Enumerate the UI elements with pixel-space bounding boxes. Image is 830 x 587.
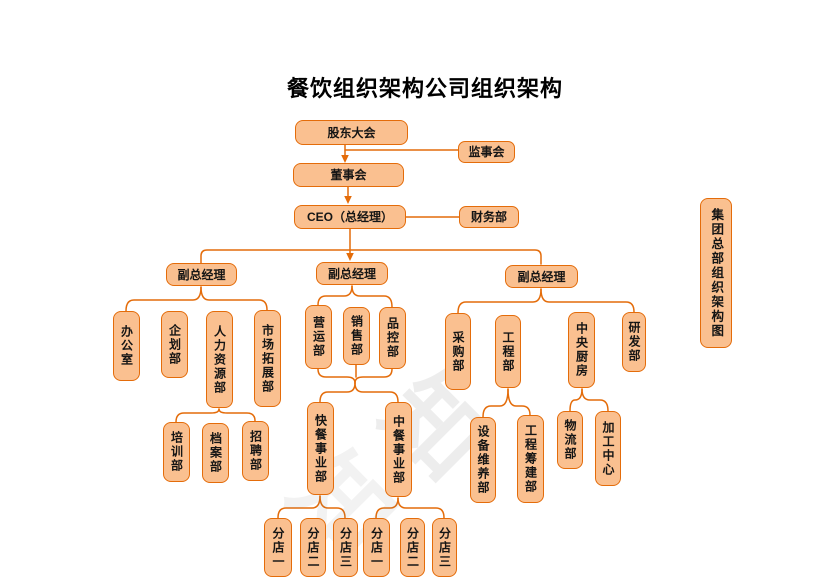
node-logistics-dept: 物流部 bbox=[557, 411, 583, 469]
node-rnd-dept: 研发部 bbox=[622, 312, 646, 372]
side-label-group-hq: 集团总部组织架构图 bbox=[700, 198, 732, 348]
node-vp-center: 副总经理 bbox=[316, 262, 388, 285]
node-recruiting-dept: 招聘部 bbox=[242, 421, 269, 481]
node-board-of-directors: 董事会 bbox=[293, 163, 404, 187]
connector-vp-right-brace bbox=[540, 288, 635, 313]
connector-vp-right-brace bbox=[457, 288, 542, 314]
node-fastfood-division: 快餐事业部 bbox=[307, 402, 334, 495]
node-branch-store-2b: 分店二 bbox=[400, 518, 425, 577]
node-market-expansion-dept: 市场拓展部 bbox=[254, 310, 281, 407]
page-title: 餐饮组织架构公司组织架构 bbox=[286, 76, 563, 101]
arrowhead-down-icon bbox=[346, 253, 354, 261]
node-supervisory-board: 监事会 bbox=[458, 141, 515, 163]
node-branch-store-3b: 分店三 bbox=[432, 518, 457, 577]
node-central-kitchen: 中央厨房 bbox=[568, 312, 595, 388]
connector-engineering-brace bbox=[507, 388, 531, 416]
connector-vp-left-brace bbox=[125, 286, 202, 312]
node-shareholders-meeting: 股东大会 bbox=[295, 120, 408, 145]
connector-engineering-brace bbox=[482, 388, 509, 418]
node-finance-dept: 财务部 bbox=[459, 206, 519, 228]
node-engineering-dept: 工程部 bbox=[495, 315, 521, 388]
node-operations-dept: 营运部 bbox=[305, 305, 332, 369]
connector-kitchen-brace bbox=[569, 388, 583, 412]
node-vp-left: 副总经理 bbox=[166, 263, 237, 286]
node-hr-dept: 人力资源部 bbox=[206, 311, 233, 408]
connector-chinesefood-branches bbox=[397, 497, 445, 519]
node-chinese-food-division: 中餐事业部 bbox=[385, 402, 412, 497]
arrowhead-down-icon bbox=[344, 196, 352, 204]
connector-vp-left-brace bbox=[200, 286, 268, 311]
node-planning-dept: 企划部 bbox=[161, 311, 188, 378]
connector-divisions-split bbox=[354, 382, 399, 403]
node-office: 办公室 bbox=[113, 311, 140, 381]
node-sales-dept: 销售部 bbox=[343, 307, 370, 365]
node-branch-store-2a: 分店二 bbox=[300, 518, 326, 577]
node-processing-center: 加工中心 bbox=[595, 411, 621, 486]
connector-depts-merge bbox=[354, 368, 393, 384]
node-construction-prep-dept: 工程筹建部 bbox=[517, 415, 544, 503]
connector-hr-brace bbox=[218, 408, 256, 422]
connector-hr-brace bbox=[175, 408, 220, 423]
node-ceo: CEO（总经理） bbox=[294, 205, 406, 229]
connector-chinesefood-branches bbox=[375, 497, 399, 519]
node-training-dept: 培训部 bbox=[163, 422, 190, 482]
node-branch-store-1b: 分店一 bbox=[363, 518, 390, 577]
node-vp-right: 副总经理 bbox=[505, 265, 578, 288]
connector-depts-merge bbox=[317, 368, 356, 384]
arrowhead-down-icon bbox=[341, 155, 349, 163]
node-equipment-maintenance-dept: 设备维养部 bbox=[470, 417, 496, 503]
connector-divisions-split bbox=[319, 382, 356, 403]
connector-fastfood-branches bbox=[277, 495, 321, 519]
connector-vp-center-brace bbox=[317, 285, 353, 306]
connector-vp-center-brace bbox=[351, 285, 393, 308]
connector-kitchen-brace bbox=[581, 388, 609, 412]
node-purchasing-dept: 采购部 bbox=[445, 313, 471, 390]
node-branch-store-1a: 分店一 bbox=[264, 518, 292, 577]
node-archives-dept: 档案部 bbox=[202, 423, 229, 483]
connector-fastfood-branches bbox=[319, 495, 346, 519]
node-quality-control-dept: 品控部 bbox=[379, 307, 406, 369]
node-branch-store-3a: 分店三 bbox=[333, 518, 358, 577]
